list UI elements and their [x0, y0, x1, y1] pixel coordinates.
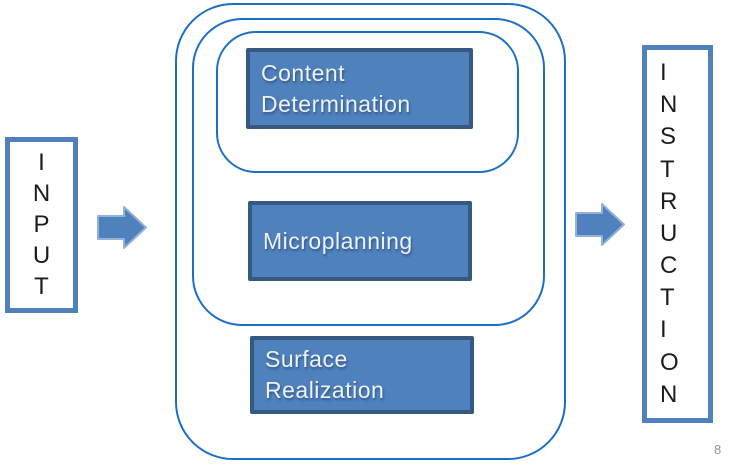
pipeline-middle-container [192, 18, 545, 326]
stage-microplanning: Microplanning [248, 201, 472, 281]
stage-label-line: Microplanning [263, 227, 413, 254]
stage-label-line: Surface [265, 346, 348, 372]
stage-label-line: Determination [261, 90, 411, 117]
instruction-letter: U [660, 219, 678, 247]
flow-arrow-input-icon [97, 206, 147, 249]
instruction-letter: R [660, 187, 678, 215]
pipeline-inner-container [216, 31, 519, 173]
instruction-letter: T [660, 284, 675, 312]
pipeline-outer-container [175, 3, 566, 460]
page-number: 8 [714, 442, 722, 457]
input-letter: T [34, 273, 49, 301]
instruction-letter: S [660, 123, 677, 151]
input-letter: P [33, 210, 50, 238]
instruction-box: I N S T R U C T I O N [642, 45, 713, 423]
flow-arrow-output-icon [575, 203, 625, 246]
instruction-letter: N [660, 91, 678, 119]
stage-label-line: Realization [265, 377, 385, 403]
instruction-letter: T [660, 155, 675, 183]
stage-surface-realization: Surface Realization [250, 336, 474, 414]
input-box: I N P U T [5, 137, 78, 313]
input-letter: U [32, 242, 51, 270]
stage-label-line: Content [261, 59, 346, 86]
instruction-letter: N [660, 380, 678, 408]
instruction-letter: C [660, 252, 678, 280]
instruction-letter: I [660, 316, 667, 344]
instruction-letter: O [660, 348, 679, 376]
stage-content-determination: Content Determination [246, 48, 473, 129]
input-letter: N [32, 179, 51, 207]
instruction-letter: I [660, 59, 667, 87]
input-letter: I [38, 148, 45, 176]
